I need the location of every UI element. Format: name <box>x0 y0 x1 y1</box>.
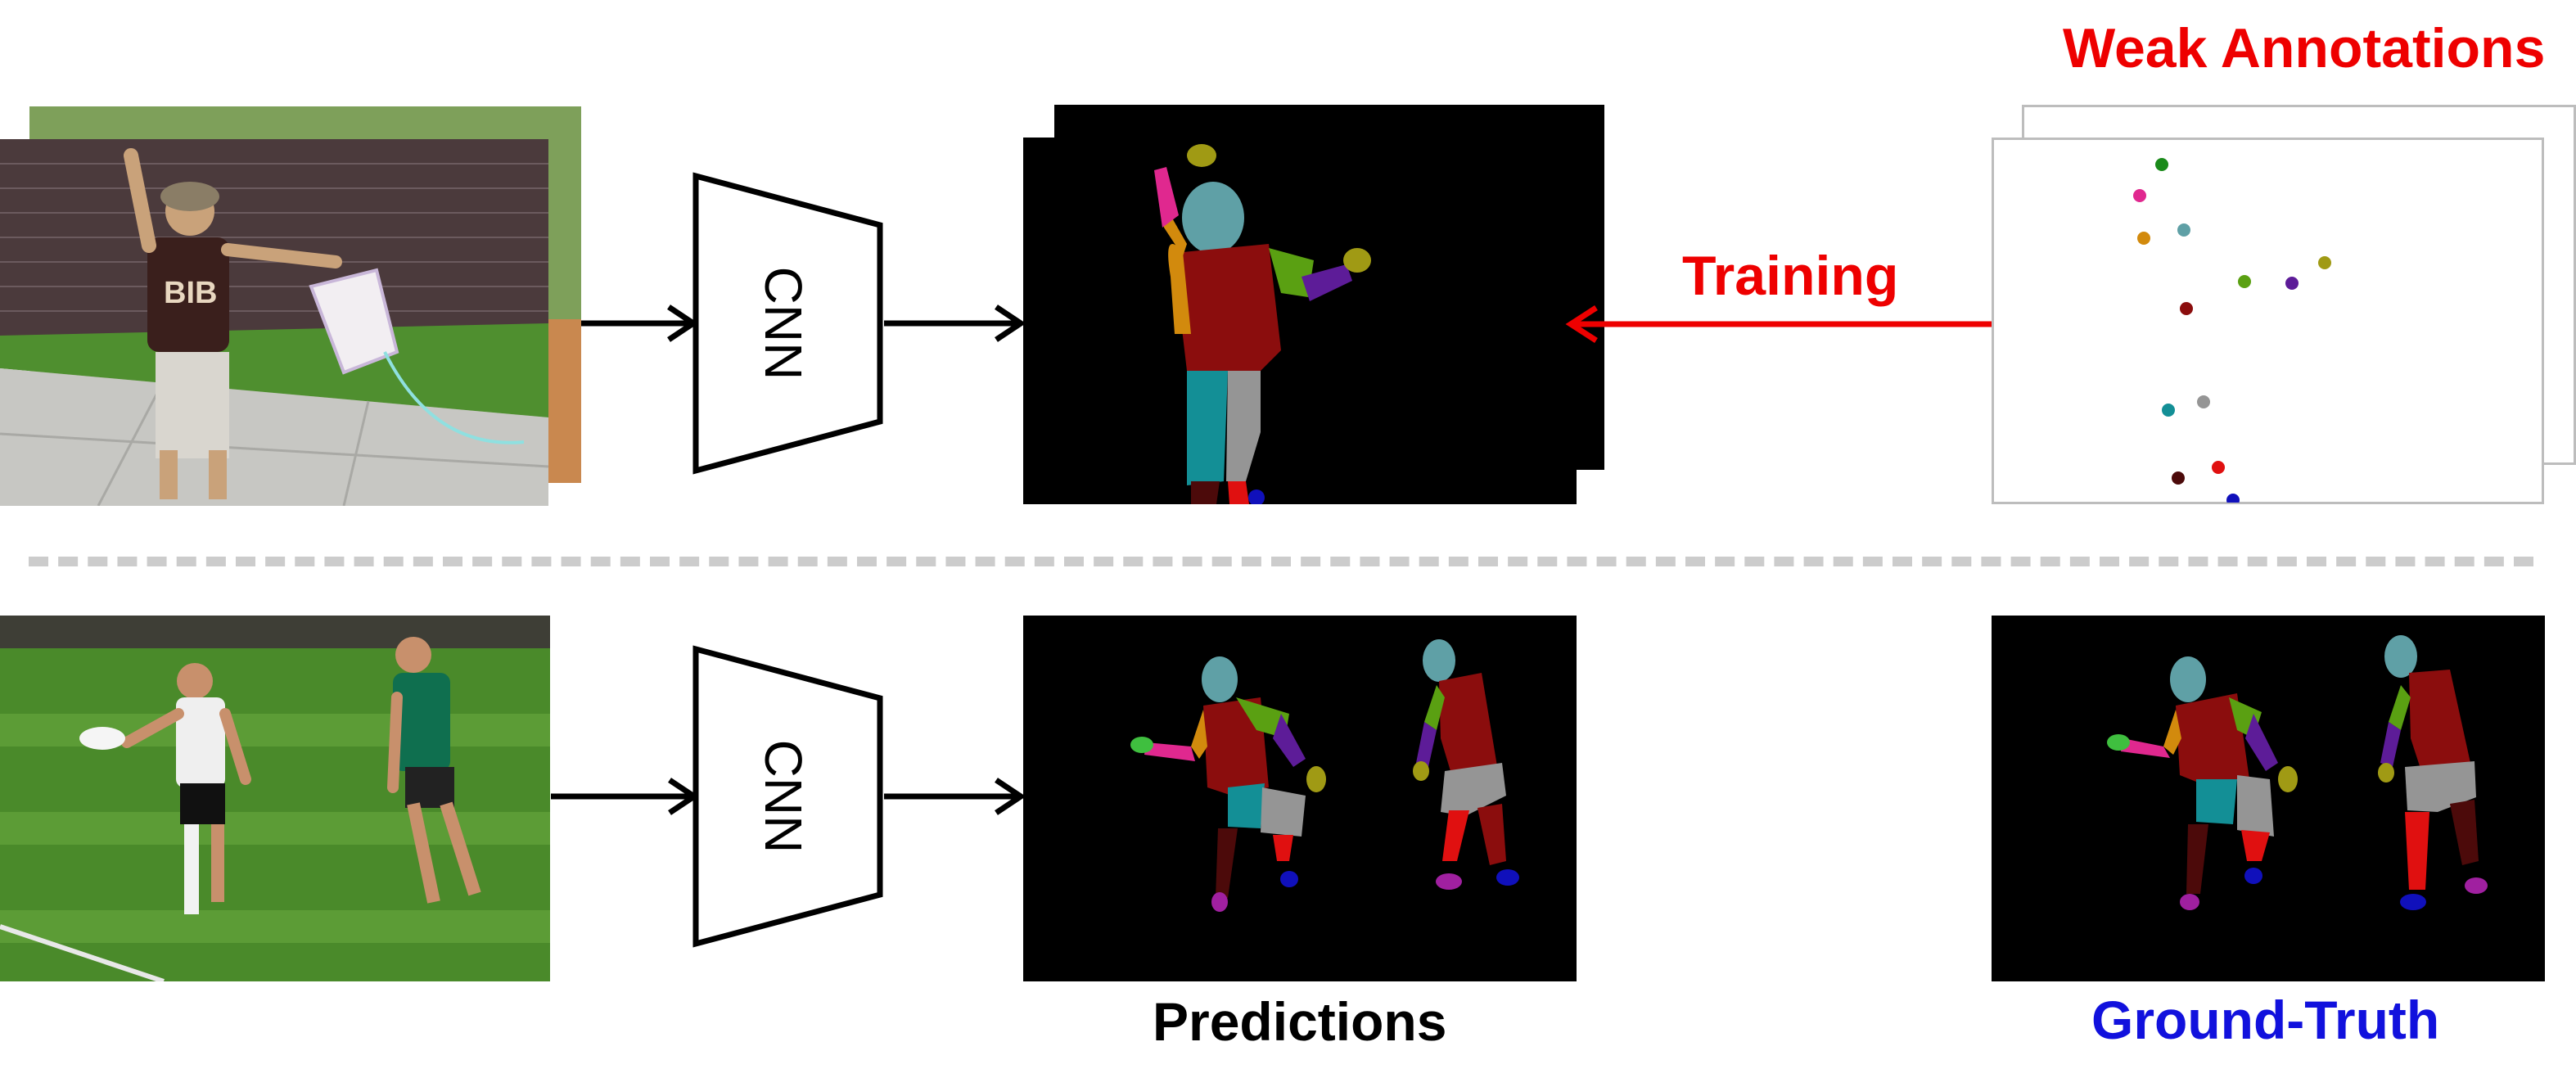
ground-truth-label: Ground-Truth <box>2091 990 2440 1050</box>
prediction-bottom <box>1023 616 1577 981</box>
cnn-label-top: CNN <box>754 267 813 381</box>
arrow-right-icon <box>884 778 1026 815</box>
arrow-right-icon <box>884 304 1026 342</box>
ground-truth-panel <box>1992 616 2545 981</box>
keypoint-annotations <box>2133 158 2331 507</box>
prediction-top <box>1023 138 1577 506</box>
keypoint-panel <box>1992 138 2544 507</box>
predictions-label: Predictions <box>1153 991 1447 1052</box>
input-image-top: BIB <box>0 106 581 506</box>
segmentation-mask-bottom <box>1130 639 1519 912</box>
arrow-left-icon <box>1565 305 2010 343</box>
photo-frisbee-players <box>0 616 550 981</box>
cnn-label-bottom: CNN <box>754 740 813 854</box>
svg-text:BIB: BIB <box>164 276 217 310</box>
training-label: Training <box>1682 245 1899 307</box>
arrow-right-icon <box>551 778 700 815</box>
arrow-right-icon <box>581 304 699 342</box>
segmentation-mask-top <box>1154 144 1371 506</box>
photo-boy-kite: BIB <box>0 106 581 506</box>
weak-annotations-title: Weak Annotations <box>2063 17 2546 79</box>
section-divider <box>29 557 2533 566</box>
cnn-block-top: CNN <box>692 172 883 475</box>
cnn-block-bottom: CNN <box>692 645 883 948</box>
input-image-bottom <box>0 616 550 981</box>
ground-truth-mask <box>2107 635 2488 910</box>
